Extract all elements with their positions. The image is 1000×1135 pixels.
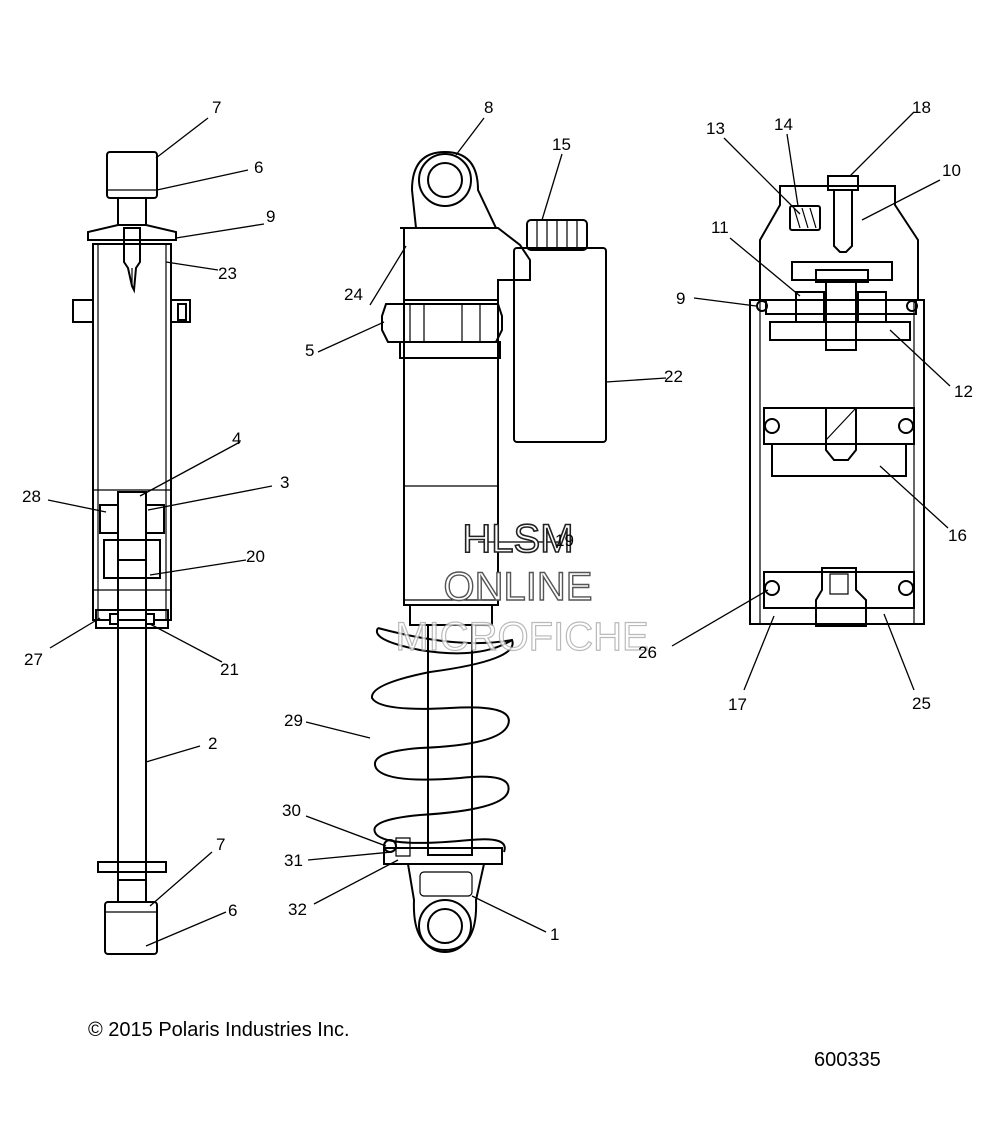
callout-22: 22 xyxy=(664,367,683,386)
callout-8: 8 xyxy=(484,98,493,117)
copyright-text: © 2015 Polaris Industries Inc. xyxy=(88,1019,350,1041)
callout-14: 14 xyxy=(774,115,793,134)
callout-15: 15 xyxy=(552,135,571,154)
callout-6-bottom: 6 xyxy=(228,901,237,920)
callout-27: 27 xyxy=(24,650,43,669)
watermark-line-1: HLSM xyxy=(462,517,573,561)
right-reservoir-cutaway xyxy=(749,175,925,627)
callout-9-right: 9 xyxy=(676,289,685,308)
watermark-line-3: MICROFICHE xyxy=(395,615,648,659)
callout-28: 28 xyxy=(22,487,41,506)
callout-20: 20 xyxy=(246,547,265,566)
callout-30: 30 xyxy=(282,801,301,820)
callout-18: 18 xyxy=(912,98,931,117)
callout-4: 4 xyxy=(232,429,241,448)
left-shock-cutaway xyxy=(72,151,191,955)
callout-9-left: 9 xyxy=(266,207,275,226)
callout-6-top: 6 xyxy=(254,158,263,177)
watermark: HLSM ONLINE MICROFICHE xyxy=(395,516,650,659)
callout-13: 13 xyxy=(706,119,725,138)
callout-24: 24 xyxy=(344,285,363,304)
watermark-line-2: ONLINE xyxy=(444,565,593,609)
callout-21: 21 xyxy=(220,660,239,679)
callout-10: 10 xyxy=(942,161,961,180)
callout-16: 16 xyxy=(948,526,967,545)
callout-26: 26 xyxy=(638,643,657,662)
callout-23: 23 xyxy=(218,264,237,283)
callout-25: 25 xyxy=(912,694,931,713)
callout-7-bottom: 7 xyxy=(216,835,225,854)
callout-12: 12 xyxy=(954,382,973,401)
callout-5: 5 xyxy=(305,341,314,360)
callout-17: 17 xyxy=(728,695,747,714)
callout-1: 1 xyxy=(550,925,559,944)
callout-19: 19 xyxy=(555,531,574,550)
callout-31: 31 xyxy=(284,851,303,870)
callout-32: 32 xyxy=(288,900,307,919)
leader-lines xyxy=(47,111,951,947)
coil-spring xyxy=(371,627,514,853)
callout-3: 3 xyxy=(280,473,289,492)
center-shock-assembled xyxy=(371,150,607,953)
callout-labels: 7 6 9 23 4 3 28 20 27 21 2 7 6 8 15 24 5… xyxy=(22,98,973,944)
callout-29: 29 xyxy=(284,711,303,730)
callout-2: 2 xyxy=(208,734,217,753)
callout-7-top: 7 xyxy=(212,98,221,117)
figure-number: 600335 xyxy=(814,1049,881,1071)
callout-11: 11 xyxy=(711,218,729,237)
